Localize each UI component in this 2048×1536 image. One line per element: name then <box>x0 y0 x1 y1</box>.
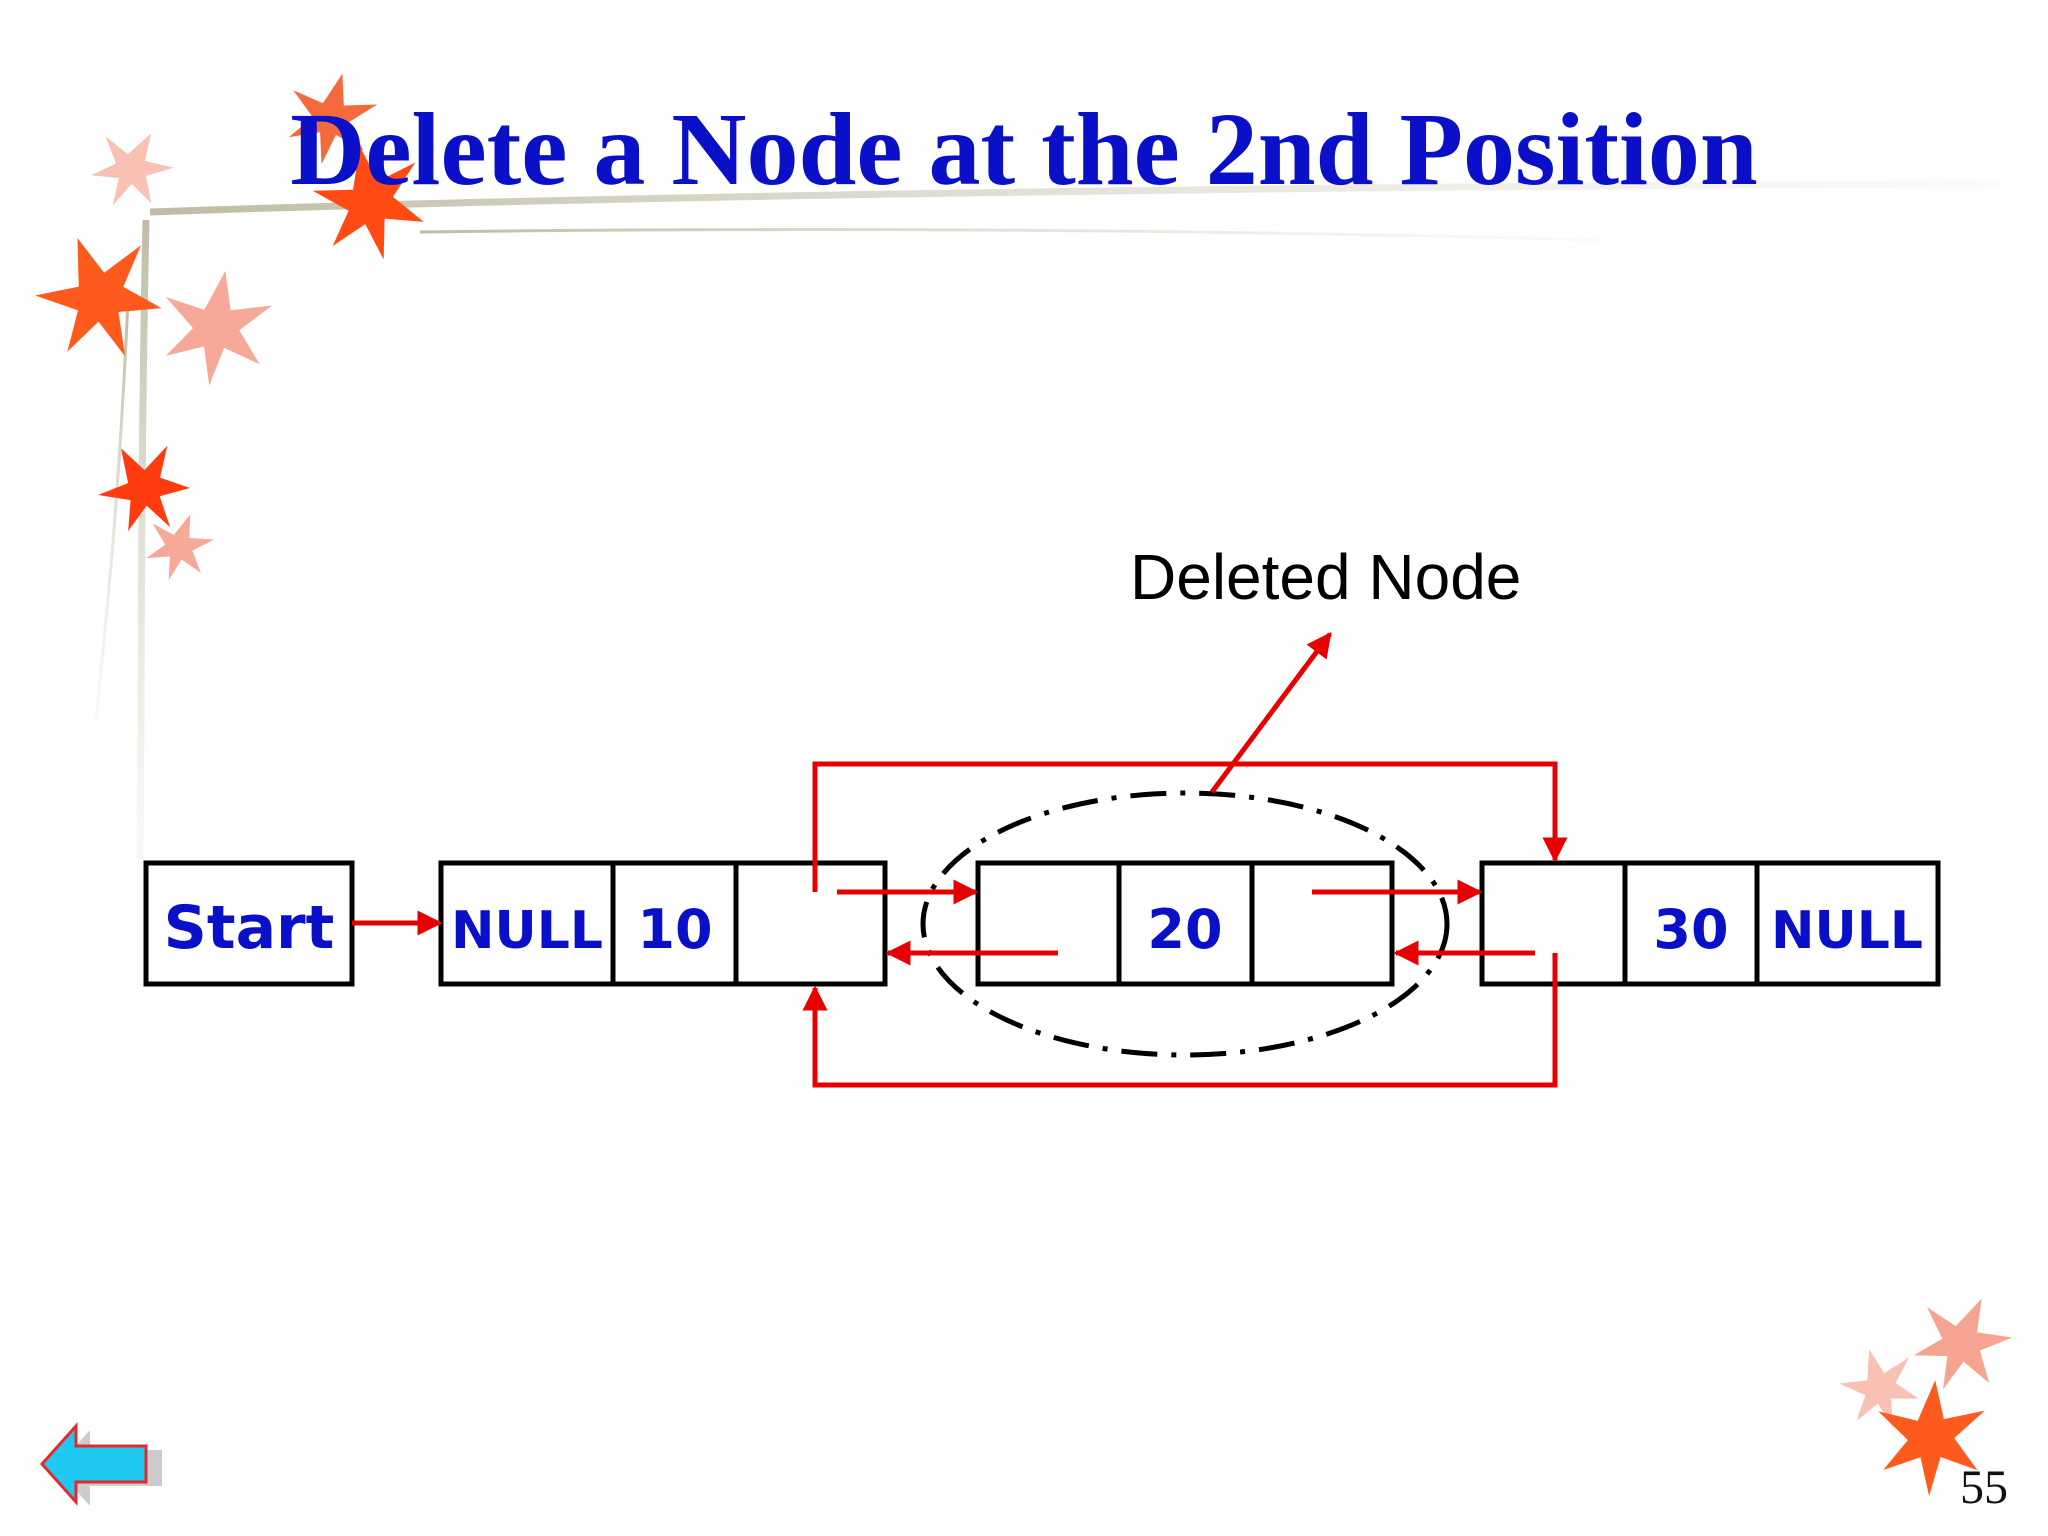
page-number: 55 <box>1960 1461 2008 1514</box>
back-button[interactable] <box>38 1416 168 1506</box>
deleted-node-label: Deleted Node <box>1130 541 1522 613</box>
node-1-value: 10 <box>637 898 712 961</box>
node-3-next: NULL <box>1771 901 1923 961</box>
node-3: 30 NULL <box>1479 860 1941 987</box>
node-1-prev: NULL <box>451 901 603 961</box>
left-arrow-icon <box>39 1422 162 1506</box>
pointer-arrows <box>352 631 1568 1088</box>
start-pointer-box: Start <box>143 860 355 987</box>
node-1-bypass-next-arrow <box>812 761 1568 892</box>
deleted-node-callout-arrow <box>1209 631 1333 794</box>
node-2: 20 <box>975 860 1395 987</box>
slide-title: Delete a Node at the 2nd Position <box>290 92 1758 207</box>
node-3-value: 30 <box>1653 898 1728 961</box>
deleted-node-ellipse <box>920 790 1450 1058</box>
node-2-value: 20 <box>1147 898 1222 961</box>
node-3-bypass-prev-arrow <box>802 953 1558 1088</box>
start-label: Start <box>164 893 335 963</box>
node-1: NULL 10 <box>438 860 888 987</box>
